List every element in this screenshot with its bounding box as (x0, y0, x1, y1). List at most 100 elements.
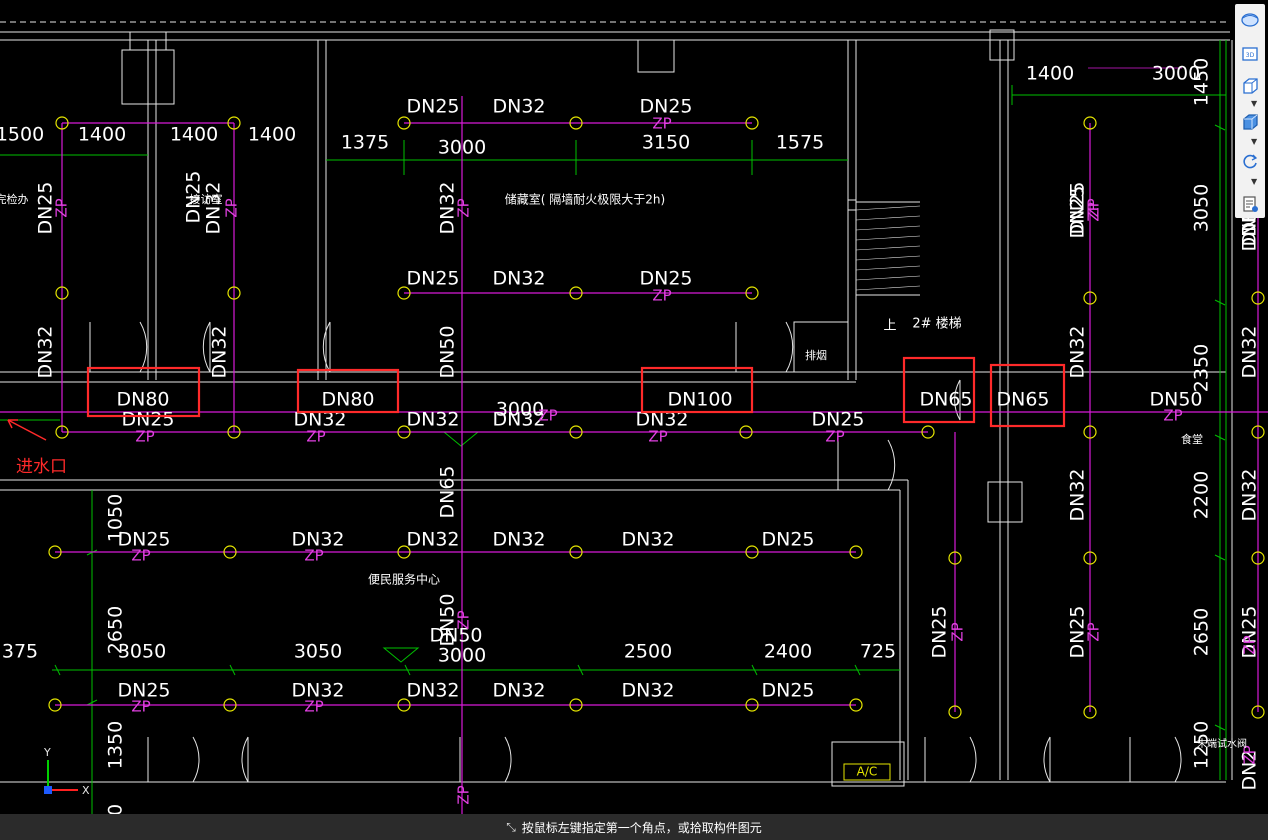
sprinkler-head (48, 698, 62, 712)
dim-label: DN25 (761, 529, 814, 551)
inlet-label: 进水口 (16, 457, 67, 477)
dim-label: DN32 (406, 409, 459, 431)
dim-label: DN32 (437, 181, 459, 234)
sprinkler-head (397, 116, 411, 130)
dim-label: 1450 (1191, 58, 1213, 106)
sprinkler-head (397, 425, 411, 439)
dim-label: 1575 (776, 132, 824, 154)
dim-label: 2650 (105, 606, 127, 654)
dim-label: DN32 (209, 325, 231, 378)
chevron-down-icon[interactable]: ▼ (1251, 99, 1258, 108)
room-label-left-room: 完检办 (0, 192, 29, 206)
arrow-head-icon (7, 419, 18, 429)
dim-label: DN32 (1239, 325, 1261, 378)
dim-label: DN25 (639, 268, 692, 290)
dim-label: DN25 (929, 605, 951, 658)
dim-label: DN65 (437, 465, 459, 518)
highlight-box (296, 368, 400, 414)
room-label-reception: 接访室 (190, 192, 223, 206)
dim-label: DN32 (203, 181, 225, 234)
sprinkler-head (55, 286, 69, 300)
highlight-label: DN65 (996, 389, 1049, 411)
highlight-box (640, 366, 754, 414)
sprinkler-head (1083, 291, 1097, 305)
y-axis-label: Y (43, 746, 51, 759)
dim-label: DN50 (437, 593, 459, 646)
dim-label: DN32 (291, 529, 344, 551)
properties-icon[interactable] (1238, 192, 1262, 216)
dim-label: DN25 (406, 96, 459, 118)
chevron-down-icon[interactable]: ▼ (1251, 177, 1258, 186)
dim-label: 1050 (105, 494, 127, 542)
dim-label: 1400 (78, 124, 126, 146)
room-label-stair-up: 上 (883, 319, 896, 334)
zp-label: ZP (131, 698, 150, 716)
sprinkler-head (1251, 425, 1265, 439)
sprinkler-head (921, 425, 935, 439)
dim-label: 3000 (1152, 63, 1200, 85)
dim-label: DN50 (429, 625, 482, 647)
chevron-down-icon[interactable]: ▼ (1251, 137, 1258, 146)
sprinkler-head (55, 116, 69, 130)
sprinkler-head (1251, 291, 1265, 305)
zp-label: ZP (652, 115, 671, 133)
sprinkler-head (745, 286, 759, 300)
room-label-storage: 储藏室( 隔墙耐火极限大于2h) (505, 192, 665, 207)
room-label-ac-label: A/C (857, 765, 878, 779)
dim-label: DN32 (406, 529, 459, 551)
dim-label: 2200 (1191, 471, 1213, 519)
dim-label: 3150 (642, 132, 690, 154)
zp-label: ZP (652, 287, 671, 305)
sprinkler-head (55, 425, 69, 439)
dim-label: DN32 (492, 268, 545, 290)
highlight-box (902, 356, 976, 424)
dim-label: DN2 (1239, 750, 1261, 791)
origin-icon (44, 786, 52, 794)
dim-label: 3000 (438, 137, 486, 159)
sprinkler-head (1083, 425, 1097, 439)
sprinkler-head (745, 698, 759, 712)
dim-label: DN32 (621, 529, 674, 551)
orbit-icon[interactable] (1238, 8, 1262, 32)
zp-label: ZP (648, 428, 667, 446)
dim-label: DN50 (437, 325, 459, 378)
solid-view-icon[interactable] (1238, 110, 1262, 134)
sprinkler-head (1083, 551, 1097, 565)
sprinkler-head (227, 286, 241, 300)
zp-label: ZP (455, 610, 473, 629)
sprinkler-head (739, 425, 753, 439)
sprinkler-head (397, 545, 411, 559)
box-view-icon[interactable] (1238, 74, 1262, 98)
highlight-label: DN65 (919, 389, 972, 411)
sprinkler-head (849, 698, 863, 712)
sprinkler-head (948, 551, 962, 565)
dim-label: DN32 (492, 409, 545, 431)
3d-view-label: 3D (1246, 52, 1255, 59)
dim-label: 2350 (1191, 344, 1213, 392)
zp-label: ZP (1241, 745, 1259, 764)
dim-label: DN32 (492, 529, 545, 551)
highlight-label: DN100 (667, 389, 732, 411)
dim-label: DN50 (1149, 389, 1202, 411)
sprinkler-head (1083, 116, 1097, 130)
zp-label: ZP (304, 698, 323, 716)
dim-label: DN25 (639, 96, 692, 118)
sprinkler-head (397, 286, 411, 300)
dim-label: DN25 (117, 680, 170, 702)
highlight-label: DN80 (116, 389, 169, 411)
dim-label: DN32 (621, 680, 674, 702)
status-bar: ⤡ 按鼠标左键指定第一个角点，或拾取构件图元 (0, 814, 1268, 840)
rotate-icon[interactable] (1238, 150, 1262, 174)
dim-label: 1350 (105, 721, 127, 769)
dim-label: DN32 (635, 409, 688, 431)
sprinkler-head (223, 698, 237, 712)
sprinkler-head (397, 698, 411, 712)
view-toolbar: 3D ▼ ▼ ▼ (1235, 4, 1265, 218)
zp-label: ZP (1085, 198, 1103, 217)
zp-label: ZP (949, 622, 967, 641)
3d-view-icon[interactable]: 3D (1238, 42, 1262, 66)
dim-label: 3050 (118, 641, 166, 663)
sprinkler-head (569, 425, 583, 439)
